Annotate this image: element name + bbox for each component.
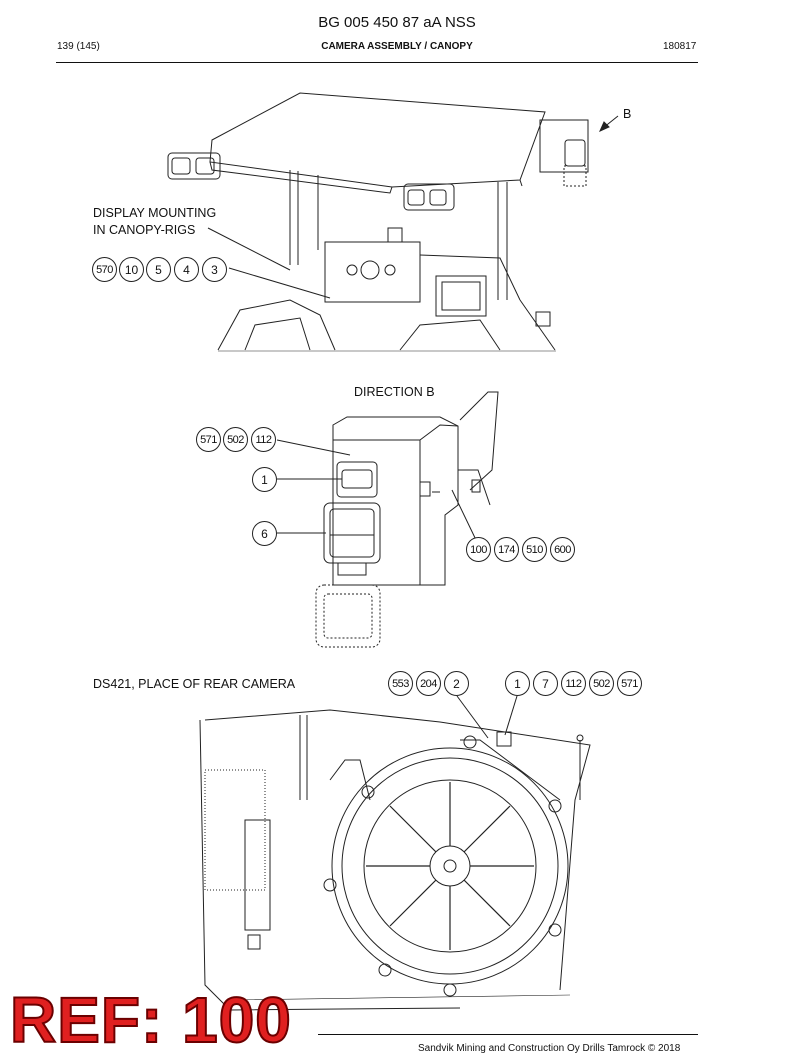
rear-reel-drawing (199, 709, 591, 1011)
callout-bubble: 6 (252, 521, 277, 546)
canopy-drawing (167, 92, 589, 352)
callout-bubble: 570 (92, 257, 117, 282)
callout-bubble: 571 (617, 671, 642, 696)
callout-bubble: 571 (196, 427, 221, 452)
callout-bubble: 112 (561, 671, 586, 696)
callout-bubble: 100 (466, 537, 491, 562)
ref-stamp: REF: 100 (9, 984, 292, 1056)
header-rule (56, 62, 698, 63)
callout-bubble: 600 (550, 537, 575, 562)
rear-camera-title: DS421, PLACE OF REAR CAMERA (93, 677, 296, 691)
callout-bubble: 2 (444, 671, 469, 696)
footer-rule (318, 1034, 698, 1035)
callout-bubble: 5 (146, 257, 171, 282)
callout-bubble: 174 (494, 537, 519, 562)
document-title: BG 005 450 87 aA NSS (318, 14, 476, 31)
direction-marker-b: B (623, 107, 632, 121)
direction-b-title: DIRECTION B (354, 385, 435, 399)
display-mounting-label-line1: DISPLAY MOUNTING (93, 206, 217, 220)
callout-bubble: 204 (416, 671, 441, 696)
footer-copyright: Sandvik Mining and Construction Oy Drill… (418, 1043, 681, 1054)
callout-bubble: 502 (223, 427, 248, 452)
display-mounting-label-line2: IN CANOPY-RIGS (93, 223, 196, 237)
callout-bubble: 502 (589, 671, 614, 696)
callout-bubble: 1 (252, 467, 277, 492)
callout-bubble: 510 (522, 537, 547, 562)
callout-bubble: 553 (388, 671, 413, 696)
section-title: CAMERA ASSEMBLY / CANOPY (321, 41, 473, 52)
callout-bubble: 1 (505, 671, 530, 696)
document-date: 180817 (663, 41, 697, 52)
camera-bracket-drawing (315, 391, 499, 648)
callout-bubble: 10 (119, 257, 144, 282)
display-mounting-label: DISPLAY MOUNTING IN CANOPY-RIGS (93, 205, 216, 239)
page-number: 139 (145) (57, 41, 100, 52)
callout-bubble: 112 (251, 427, 276, 452)
callout-bubble: 3 (202, 257, 227, 282)
callout-bubble: 7 (533, 671, 558, 696)
callout-bubble: 4 (174, 257, 199, 282)
